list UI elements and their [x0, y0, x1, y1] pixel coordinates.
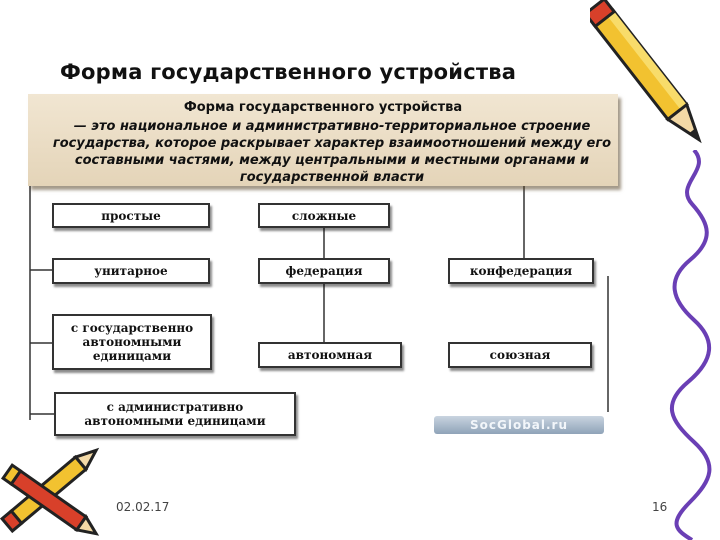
node-with-admin-autonomous-units: с административно автономными единицами: [54, 392, 296, 436]
definition-heading: Форма государственного устройства: [28, 100, 618, 115]
node-with-state-autonomous-units: с государственно автономными единицами: [52, 314, 212, 370]
definition-box: Форма государственного устройства — это …: [28, 94, 618, 186]
node-federation: федерация: [258, 258, 390, 284]
node-union: союзная: [448, 342, 592, 368]
node-confederation: конфедерация: [448, 258, 594, 284]
node-complex: сложные: [258, 203, 390, 228]
node-unitary: унитарное: [52, 258, 210, 284]
pencil-icon-top-right: [590, 0, 720, 170]
node-autonomous: автономная: [258, 342, 402, 368]
watermark-logo: SocGlobal.ru: [434, 416, 604, 434]
squiggle-decoration: [668, 150, 720, 540]
pencils-icon-bottom-left: [0, 440, 110, 540]
node-simple: простые: [52, 203, 210, 228]
definition-text: — это национальное и административно-тер…: [42, 118, 622, 186]
